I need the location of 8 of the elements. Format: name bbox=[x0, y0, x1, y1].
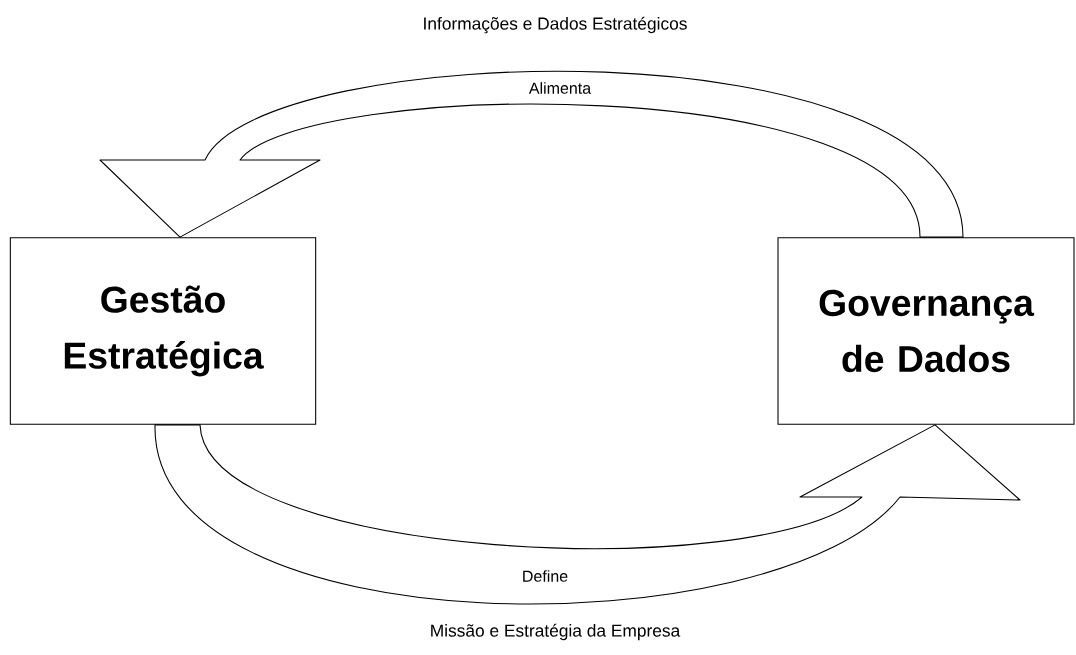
caption-text: Informações e Dados Estratégicos bbox=[424, 16, 687, 34]
text-box: Gestão Estratégica bbox=[9, 237, 317, 425]
caption-text: Missão e Estratégia da Empresa bbox=[431, 623, 681, 641]
curved-arrow bbox=[99, 71, 964, 238]
curved-arrow bbox=[154, 424, 1021, 604]
edge-label: Define bbox=[523, 570, 568, 582]
edge-label: Alimenta bbox=[528, 82, 592, 94]
text-box: Governança de Dados bbox=[777, 237, 1075, 425]
